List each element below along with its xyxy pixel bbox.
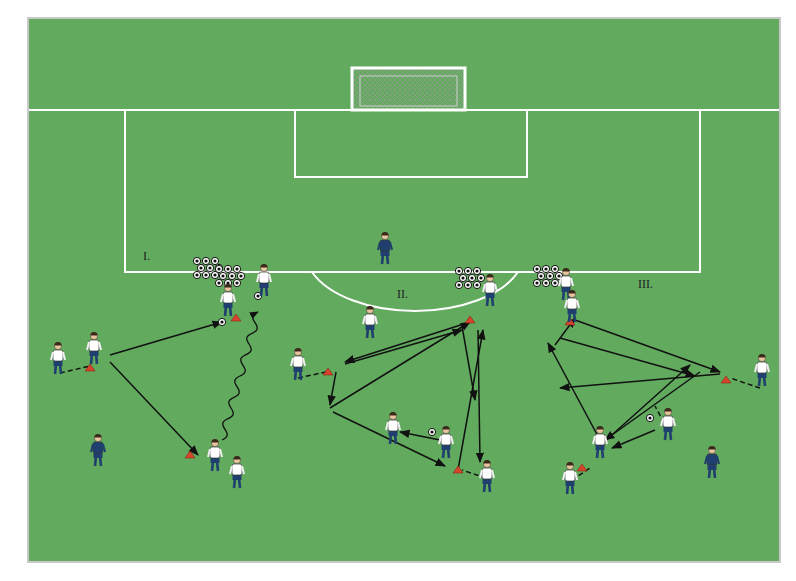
ball <box>219 272 226 279</box>
ball <box>455 267 462 274</box>
pass-arrow <box>612 430 655 448</box>
coach-figure <box>91 434 105 466</box>
pass-arrow <box>110 322 222 355</box>
player-figure <box>230 456 244 488</box>
ball <box>193 257 200 264</box>
player-figure <box>221 284 235 316</box>
ball <box>468 274 475 281</box>
player-figure <box>363 306 377 338</box>
pass-arrow <box>478 330 480 462</box>
ball <box>459 274 466 281</box>
player-figure <box>439 426 453 458</box>
goal <box>352 68 465 110</box>
ball <box>464 281 471 288</box>
pass-arrow <box>548 343 600 440</box>
ball <box>533 265 540 272</box>
ball <box>473 267 480 274</box>
cone <box>465 316 475 323</box>
ball <box>215 279 222 286</box>
pass-arrow <box>555 318 575 345</box>
ball <box>233 279 240 286</box>
pass-arrows <box>60 312 760 480</box>
player-figure <box>565 290 579 322</box>
player-figure <box>87 332 101 364</box>
ball <box>546 272 553 279</box>
ball <box>215 265 222 272</box>
cone <box>231 314 241 321</box>
player-figure <box>208 439 222 471</box>
ball <box>206 264 213 271</box>
ball <box>233 265 240 272</box>
ball <box>202 271 209 278</box>
pass-arrow <box>345 330 462 364</box>
player-figure <box>593 426 607 458</box>
ball <box>237 272 244 279</box>
ball <box>464 267 471 274</box>
ball <box>211 257 218 264</box>
ball <box>646 414 653 421</box>
ball <box>218 318 225 325</box>
pass-arrow <box>560 374 720 388</box>
group-label: III. <box>638 278 653 290</box>
pass-arrow <box>605 372 700 440</box>
dribble-line <box>222 312 258 440</box>
player-figure <box>483 274 497 306</box>
ball <box>215 264 222 271</box>
cone <box>185 451 195 458</box>
cone <box>453 466 463 473</box>
balls <box>193 257 653 443</box>
player-figure <box>755 354 769 386</box>
pass-arrow <box>110 362 198 455</box>
pitch-lines <box>29 110 779 311</box>
player-figure <box>51 342 65 374</box>
cone <box>85 364 95 371</box>
ball <box>551 279 558 286</box>
cone <box>323 368 333 375</box>
ball <box>224 279 231 286</box>
pass-arrow <box>458 330 483 470</box>
coach-figure <box>378 232 392 264</box>
pitch <box>28 18 780 562</box>
cone <box>577 464 587 471</box>
pass-arrow <box>560 338 695 376</box>
ball <box>197 264 204 271</box>
ball <box>551 265 558 272</box>
player-figure <box>661 408 675 440</box>
group-label: I. <box>143 250 150 262</box>
group-label: II. <box>397 288 408 300</box>
ball <box>193 271 200 278</box>
pass-arrow <box>604 365 690 442</box>
pass-arrow <box>345 322 470 362</box>
player-figure <box>563 462 577 494</box>
ball <box>473 281 480 288</box>
coach-figure <box>705 446 719 478</box>
cone <box>721 376 731 383</box>
player-figure <box>480 460 494 492</box>
pass-arrow <box>575 320 720 372</box>
players <box>51 232 769 494</box>
run-line <box>730 378 760 388</box>
cones <box>85 314 731 473</box>
ball <box>202 257 209 264</box>
pass-arrow <box>330 322 470 408</box>
player-figure <box>386 412 400 444</box>
pass-arrow <box>462 326 475 400</box>
pass-arrow <box>330 372 336 405</box>
ball <box>542 265 549 272</box>
player-figure <box>291 348 305 380</box>
ball <box>537 272 544 279</box>
pass-arrow <box>333 412 445 466</box>
ball <box>542 279 549 286</box>
ball <box>224 265 231 272</box>
ball <box>477 274 484 281</box>
run-line <box>60 366 90 373</box>
ball <box>533 279 540 286</box>
player-figure <box>257 264 271 296</box>
ball <box>428 428 435 435</box>
ball <box>228 272 235 279</box>
ball <box>455 281 462 288</box>
run-line <box>298 372 326 378</box>
